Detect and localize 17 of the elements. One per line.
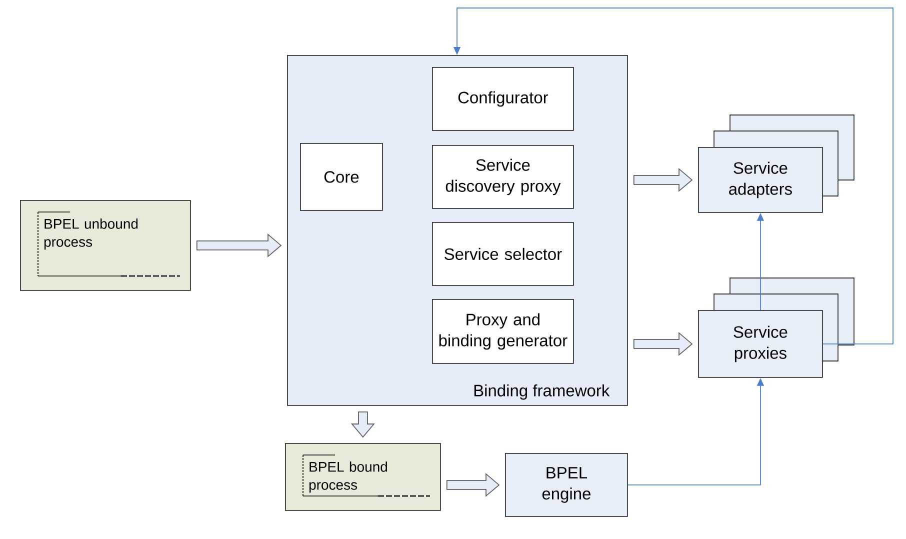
process-box: BPEL engine [505,453,628,517]
process-box: Proxy and binding generator [432,299,574,364]
process-box: Configurator [432,67,574,131]
block-arrow [350,411,375,438]
process-box: Service selector [432,222,574,286]
process-box: Service discovery proxy [432,145,574,209]
stacked-box: Service adapters [698,114,854,213]
process-box: Core [300,143,383,211]
block-arrow [446,472,500,497]
node-label: adapters [729,182,792,198]
block-arrow [633,168,693,192]
block-arrow [633,332,693,356]
stacked-box: Service proxies [698,278,854,378]
block-arrow [196,233,282,258]
node-label: proxies [734,346,786,362]
document-box: BPEL unbound process [20,200,191,291]
document-box: BPEL bound process [285,443,441,511]
